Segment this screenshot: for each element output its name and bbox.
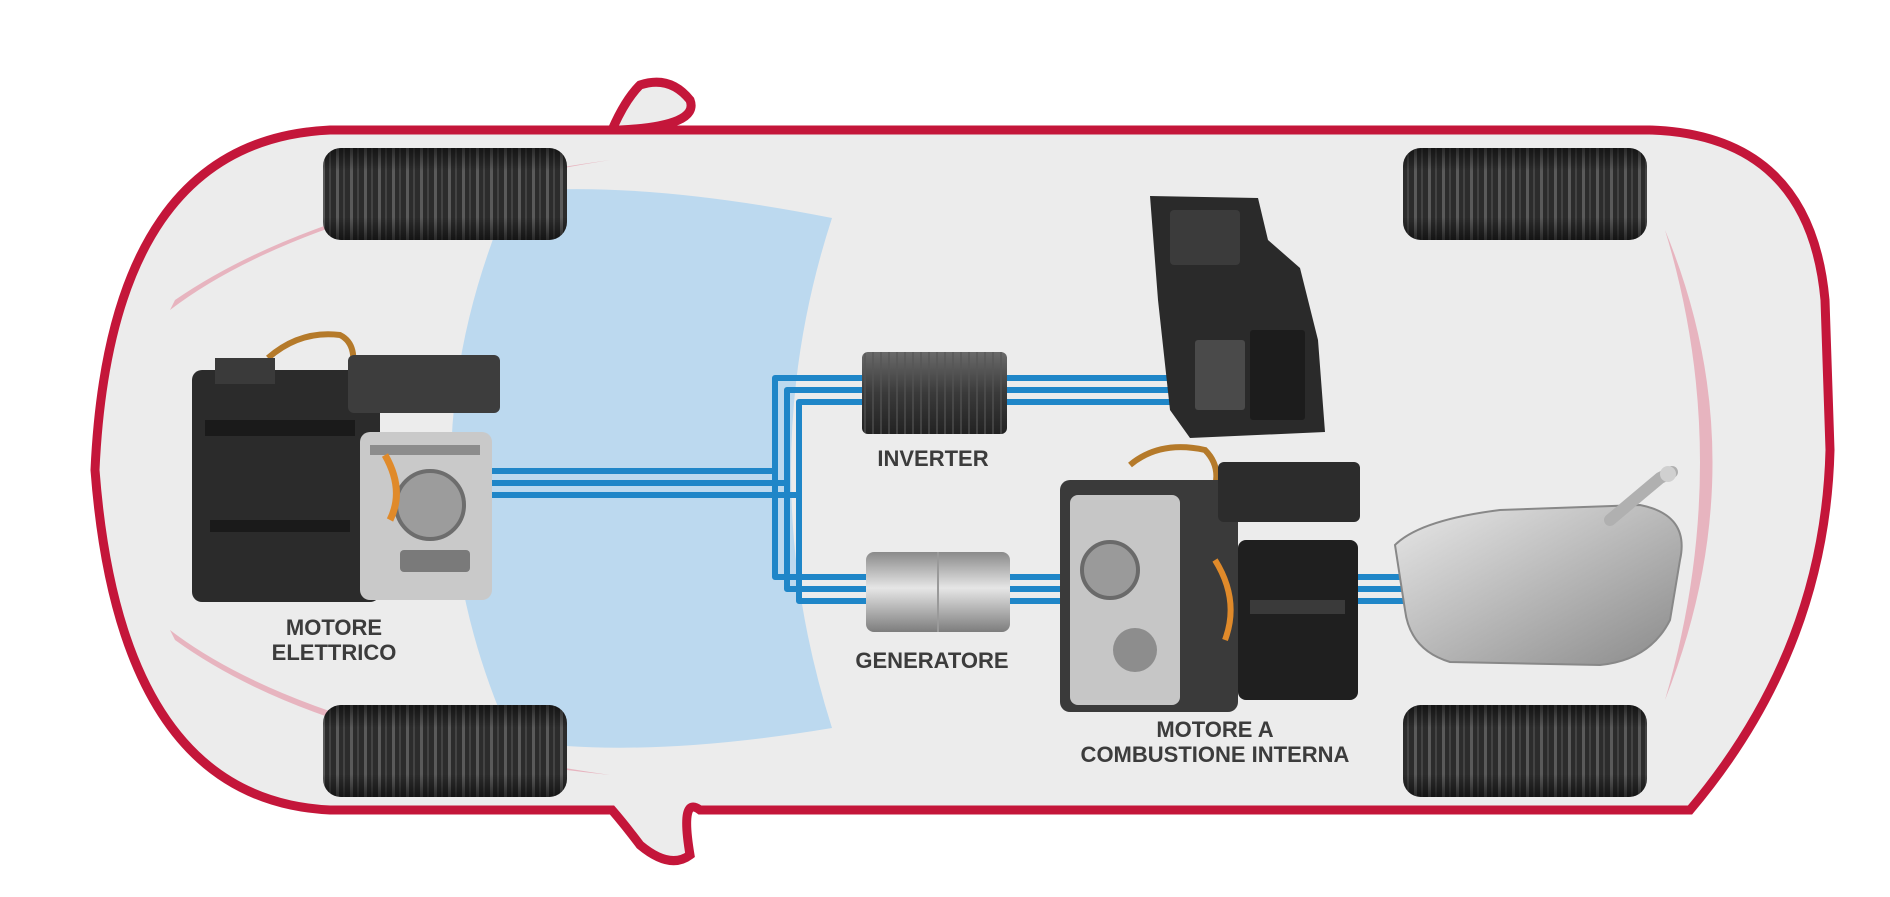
combustion-engine-icon: [1060, 444, 1360, 712]
label-combustion-engine-line-1: MOTORE A: [1156, 717, 1274, 742]
electric-motor-icon: [192, 331, 500, 602]
tire-rear-left: [1403, 148, 1647, 240]
label-electric-motor-line-2: ELETTRICO: [271, 640, 397, 665]
label-combustion-engine: MOTORE A COMBUSTIONE INTERNA: [1081, 717, 1350, 767]
tire-rear-right: [1403, 705, 1647, 797]
tire-front-right: [323, 705, 567, 797]
power-cables: [485, 375, 1420, 604]
body-accent-rear: [1665, 230, 1713, 700]
inverter-icon: [862, 352, 1007, 434]
label-electric-motor: MOTORE ELETTRICO: [272, 615, 397, 665]
battery-pack-icon: [1150, 196, 1325, 438]
generator-icon: [866, 552, 1010, 632]
label-combustion-engine-line-2: COMBUSTIONE INTERNA: [1080, 742, 1350, 767]
label-inverter: INVERTER: [877, 446, 989, 471]
label-generator: GENERATORE: [855, 648, 1009, 673]
label-electric-motor-line-1: MOTORE: [285, 615, 383, 640]
tire-front-left: [323, 148, 567, 240]
fuel-tank-icon: [1393, 466, 1683, 667]
